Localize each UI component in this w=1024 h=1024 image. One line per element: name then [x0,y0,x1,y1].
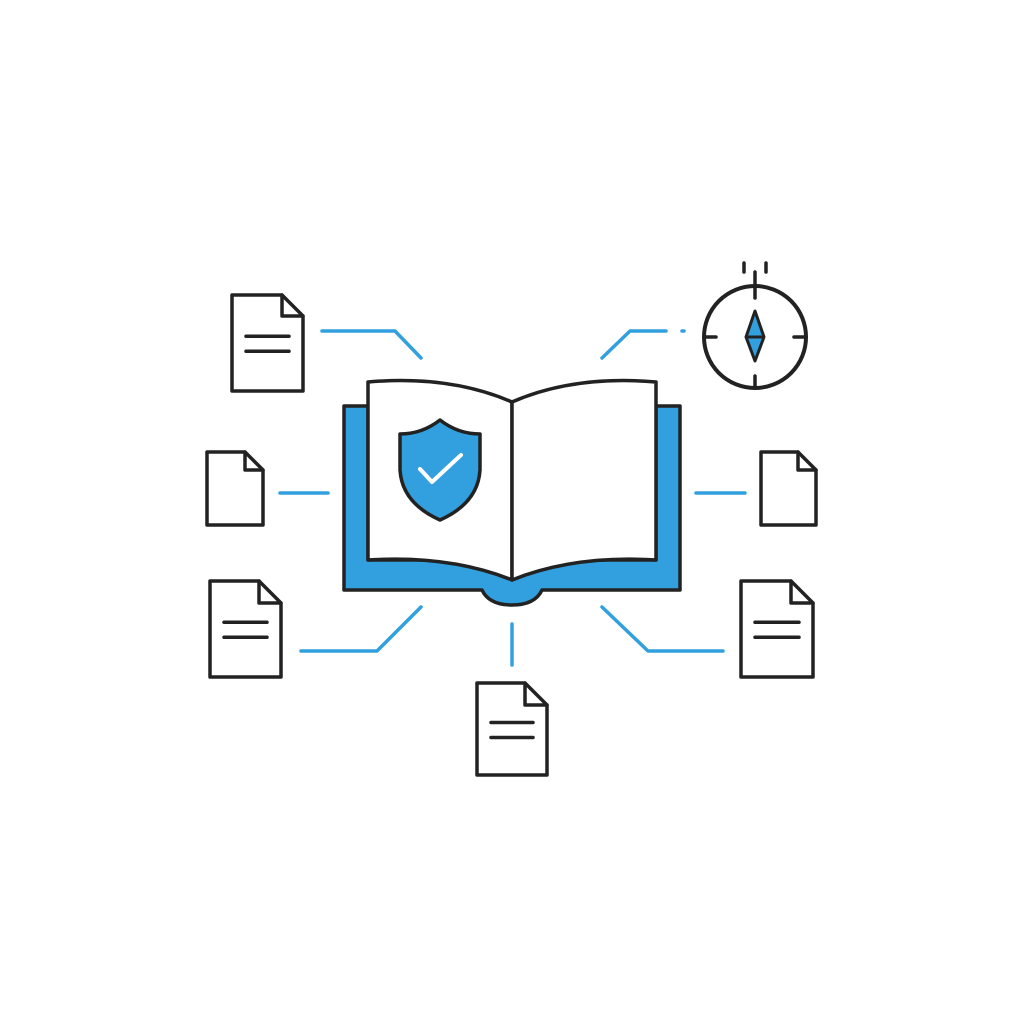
document-fold [280,293,305,318]
document-sheet [208,579,283,679]
document-icon [475,681,549,777]
shield-check-icon [398,418,482,522]
document-icon [208,579,283,679]
document-sheet [739,579,815,679]
connector-line [600,329,668,360]
document-fold [243,450,265,472]
connector-line [320,329,423,360]
document-text-lines [753,620,801,640]
documents [205,293,818,777]
document-fold [523,681,549,707]
document-icon [205,450,265,527]
document-fold [789,579,815,605]
document-sheet [230,293,305,393]
document-text-lines [489,720,535,740]
connectors [278,329,747,667]
document-icon [759,450,818,527]
connector-line [600,605,725,653]
document-text-lines [244,334,291,354]
document-sheet [759,450,818,527]
document-icon [739,579,815,679]
compass-icon [702,261,808,390]
document-sheet [205,450,265,527]
open-book-icon [342,378,682,607]
shield [398,418,482,522]
check-mark [418,453,463,484]
compass-ticks [704,261,806,388]
compass-needle [744,309,766,363]
document-icon [230,293,305,393]
document-fold [796,450,818,472]
document-text-lines [222,620,269,640]
book-right-page [510,378,658,582]
document-sheet [475,681,549,777]
connector-line [299,605,423,653]
document-fold [257,579,283,605]
